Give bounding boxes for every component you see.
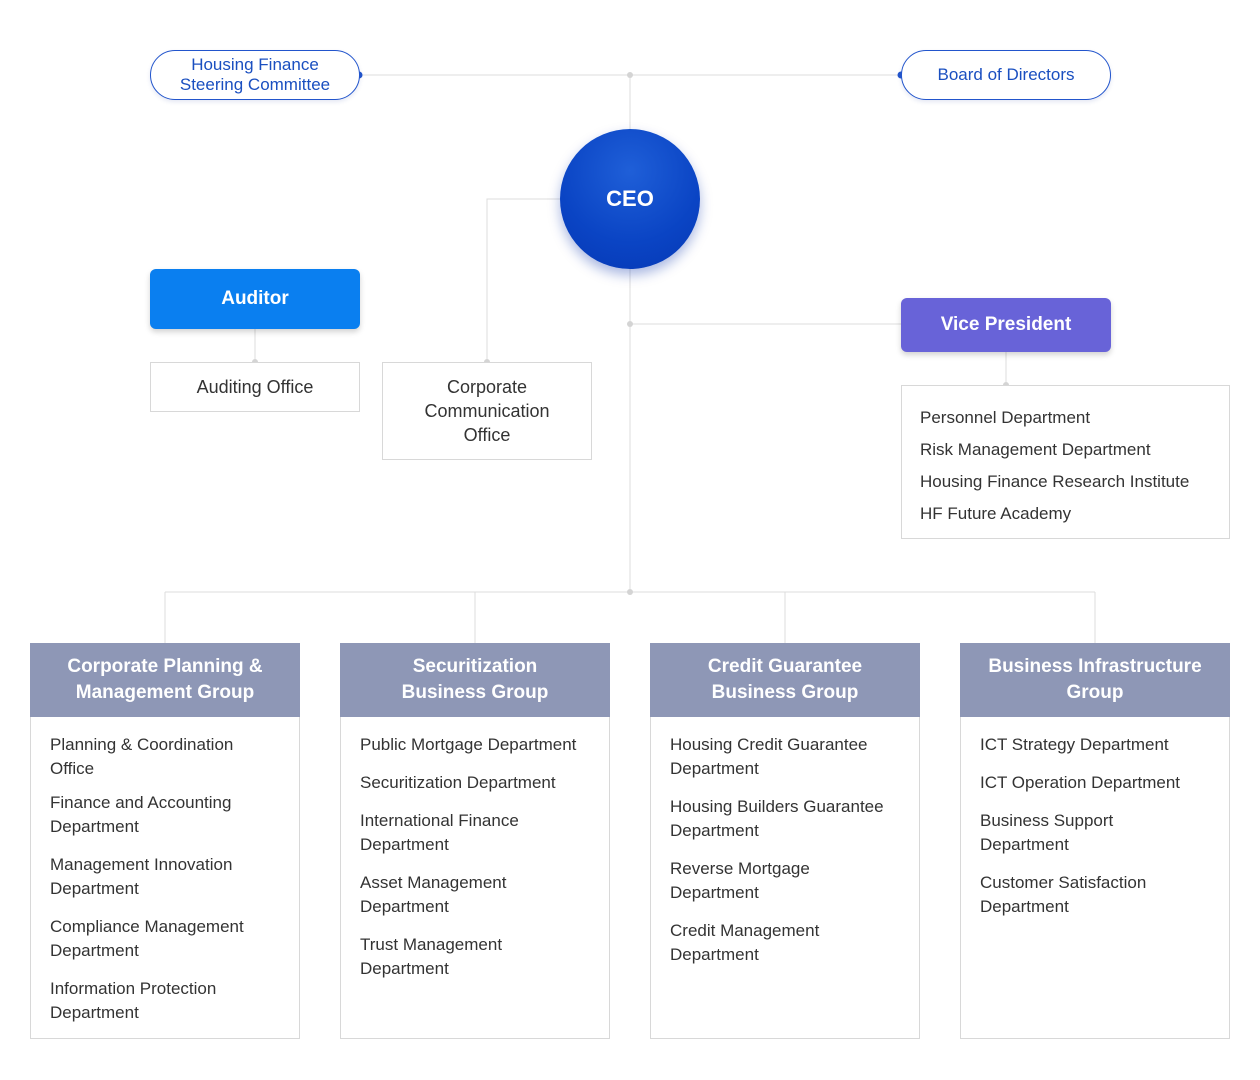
department-item: Customer Satisfaction Department bbox=[980, 873, 1147, 916]
vice-president-label: Vice President bbox=[940, 314, 1072, 335]
department-item: Finance and Accounting Department bbox=[50, 793, 232, 836]
department-item: Trust Management Department bbox=[360, 935, 503, 978]
group-department-list: Public Mortgage Department Securitizatio… bbox=[340, 717, 610, 1039]
group-title: Credit Guarantee Business Group bbox=[707, 656, 863, 703]
group-title: Corporate Planning & Management Group bbox=[67, 656, 263, 703]
auditing-office-node: Auditing Office bbox=[150, 362, 360, 412]
department-item: Reverse Mortgage Department bbox=[670, 859, 810, 902]
auditor-label: Auditor bbox=[221, 288, 289, 309]
steering-committee-node: Housing Finance Steering Committee bbox=[150, 50, 360, 100]
department-item: Securitization Department bbox=[360, 773, 556, 792]
group-header: Corporate Planning & Management Group bbox=[30, 643, 300, 717]
group-credit-guarantee: Credit Guarantee Business Group Housing … bbox=[650, 643, 920, 1039]
vp-department: HF Future Academy bbox=[920, 504, 1072, 523]
department-item: Housing Credit Guarantee Department bbox=[670, 735, 868, 778]
group-department-list: Planning & Coordination Office Finance a… bbox=[30, 717, 300, 1039]
board-of-directors-label: Board of Directors bbox=[937, 65, 1075, 84]
department-item: Business Support Department bbox=[980, 811, 1114, 854]
department-item: Housing Builders Guarantee Department bbox=[670, 797, 884, 840]
group-title: Securitization Business Group bbox=[401, 656, 549, 703]
ceo-node: CEO bbox=[560, 129, 700, 269]
ceo-label: CEO bbox=[606, 186, 654, 211]
vp-department: Housing Finance Research Institute bbox=[920, 472, 1190, 491]
communication-office-label: Corporate Communication Office bbox=[424, 377, 550, 445]
department-item: International Finance Department bbox=[360, 811, 519, 854]
group-corporate-planning: Corporate Planning & Management Group Pl… bbox=[30, 643, 300, 1039]
vice-president-node: Vice President bbox=[901, 298, 1111, 352]
communication-office-node: Corporate Communication Office bbox=[382, 362, 592, 460]
vp-department: Risk Management Department bbox=[920, 440, 1151, 459]
department-item: Public Mortgage Department bbox=[360, 735, 577, 754]
vp-department: Personnel Department bbox=[920, 408, 1091, 427]
group-department-list: ICT Strategy Department ICT Operation De… bbox=[960, 717, 1230, 1039]
vice-president-departments: Personnel Department Risk Management Dep… bbox=[901, 385, 1230, 539]
department-item: Planning & Coordination Office bbox=[50, 735, 234, 778]
auditor-node: Auditor bbox=[150, 269, 360, 329]
group-title: Business Infrastructure Group bbox=[988, 656, 1202, 703]
department-item: ICT Strategy Department bbox=[980, 735, 1169, 754]
department-item: Asset Management Department bbox=[360, 873, 507, 916]
group-header: Securitization Business Group bbox=[340, 643, 610, 717]
department-item: Compliance Management Department bbox=[50, 917, 244, 960]
group-securitization: Securitization Business Group Public Mor… bbox=[340, 643, 610, 1039]
group-department-list: Housing Credit Guarantee Department Hous… bbox=[650, 717, 920, 1039]
department-item: Information Protection Department bbox=[50, 979, 217, 1022]
group-business-infrastructure: Business Infrastructure Group ICT Strate… bbox=[960, 643, 1230, 1039]
department-item: ICT Operation Department bbox=[980, 773, 1180, 792]
group-header: Business Infrastructure Group bbox=[960, 643, 1230, 717]
steering-committee-label: Housing Finance Steering Committee bbox=[179, 55, 331, 94]
department-item: Management Innovation Department bbox=[50, 855, 233, 898]
department-item: Credit Management Department bbox=[670, 921, 820, 964]
board-of-directors-node: Board of Directors bbox=[901, 50, 1111, 100]
auditing-office-label: Auditing Office bbox=[196, 377, 314, 397]
group-header: Credit Guarantee Business Group bbox=[650, 643, 920, 717]
